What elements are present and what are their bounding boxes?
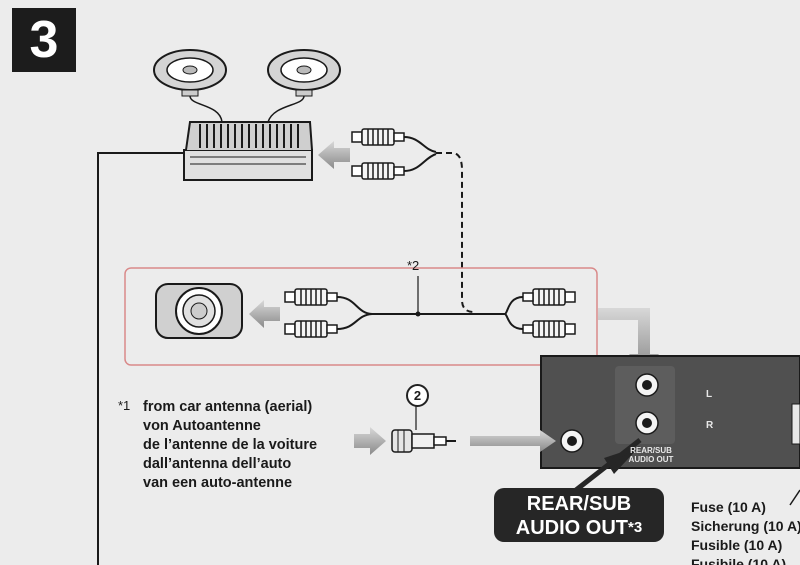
speaker-right-icon [267,49,341,97]
speaker-left-icon [153,49,227,97]
fuse-note: Fuse (10 A) Sicherung (10 A) Fusible (10… [691,498,800,565]
rca-plug-left-pair-icon [284,288,338,338]
subwoofer-icon [155,283,243,339]
antenna-note: *1 from car antenna (aerial) von Autoant… [118,398,317,493]
antenna-note-line-de: von Autoantenne [143,418,261,434]
rear-sub-callout: REAR/SUB AUDIO OUT*3 [494,488,664,542]
fuse-line-fr: Fusible (10 A) [691,537,783,553]
head-unit [540,355,800,469]
antenna-note-line-en: from car antenna (aerial) [143,399,313,415]
cable-marker-note: *2 [407,258,420,273]
antenna-adaptor-icon [391,429,456,453]
part-number-circle: 2 [406,384,429,407]
arrow-left-icon [249,300,280,328]
amplifier-icon [183,121,313,181]
port-label-line2: AUDIO OUT [628,455,674,464]
callout-note-mark: *3 [628,519,643,536]
callout-line2: AUDIO OUT [515,517,629,539]
arrow-right-icon [470,430,556,452]
rca-plug-right-pair-icon [522,288,576,338]
fuse-line-de: Sicherung (10 A) [691,518,800,534]
callout-line1: REAR/SUB [526,493,632,515]
antenna-note-line-nl: van een auto-antenne [143,475,293,491]
highlight-box [124,267,598,366]
rca-plug-upper-icon [351,128,405,180]
port-label: REAR/SUB AUDIO OUT [620,446,682,464]
antenna-note-mark: *1 [118,398,131,413]
channel-label-left: L [706,389,713,400]
antenna-note-line-fr: de l’antenne de la voiture [143,437,318,453]
arrow-left-icon [318,141,350,169]
arrow-right-icon [354,427,386,455]
port-label-line1: REAR/SUB [630,446,672,455]
step-number-badge: 3 [12,8,76,72]
channel-label-right: R [706,420,714,431]
antenna-note-line-it: dall’antenna dell’auto [143,456,292,472]
fuse-line-it: Fusibile (10 A) [691,556,787,565]
fuse-line-en: Fuse (10 A) [691,499,766,515]
